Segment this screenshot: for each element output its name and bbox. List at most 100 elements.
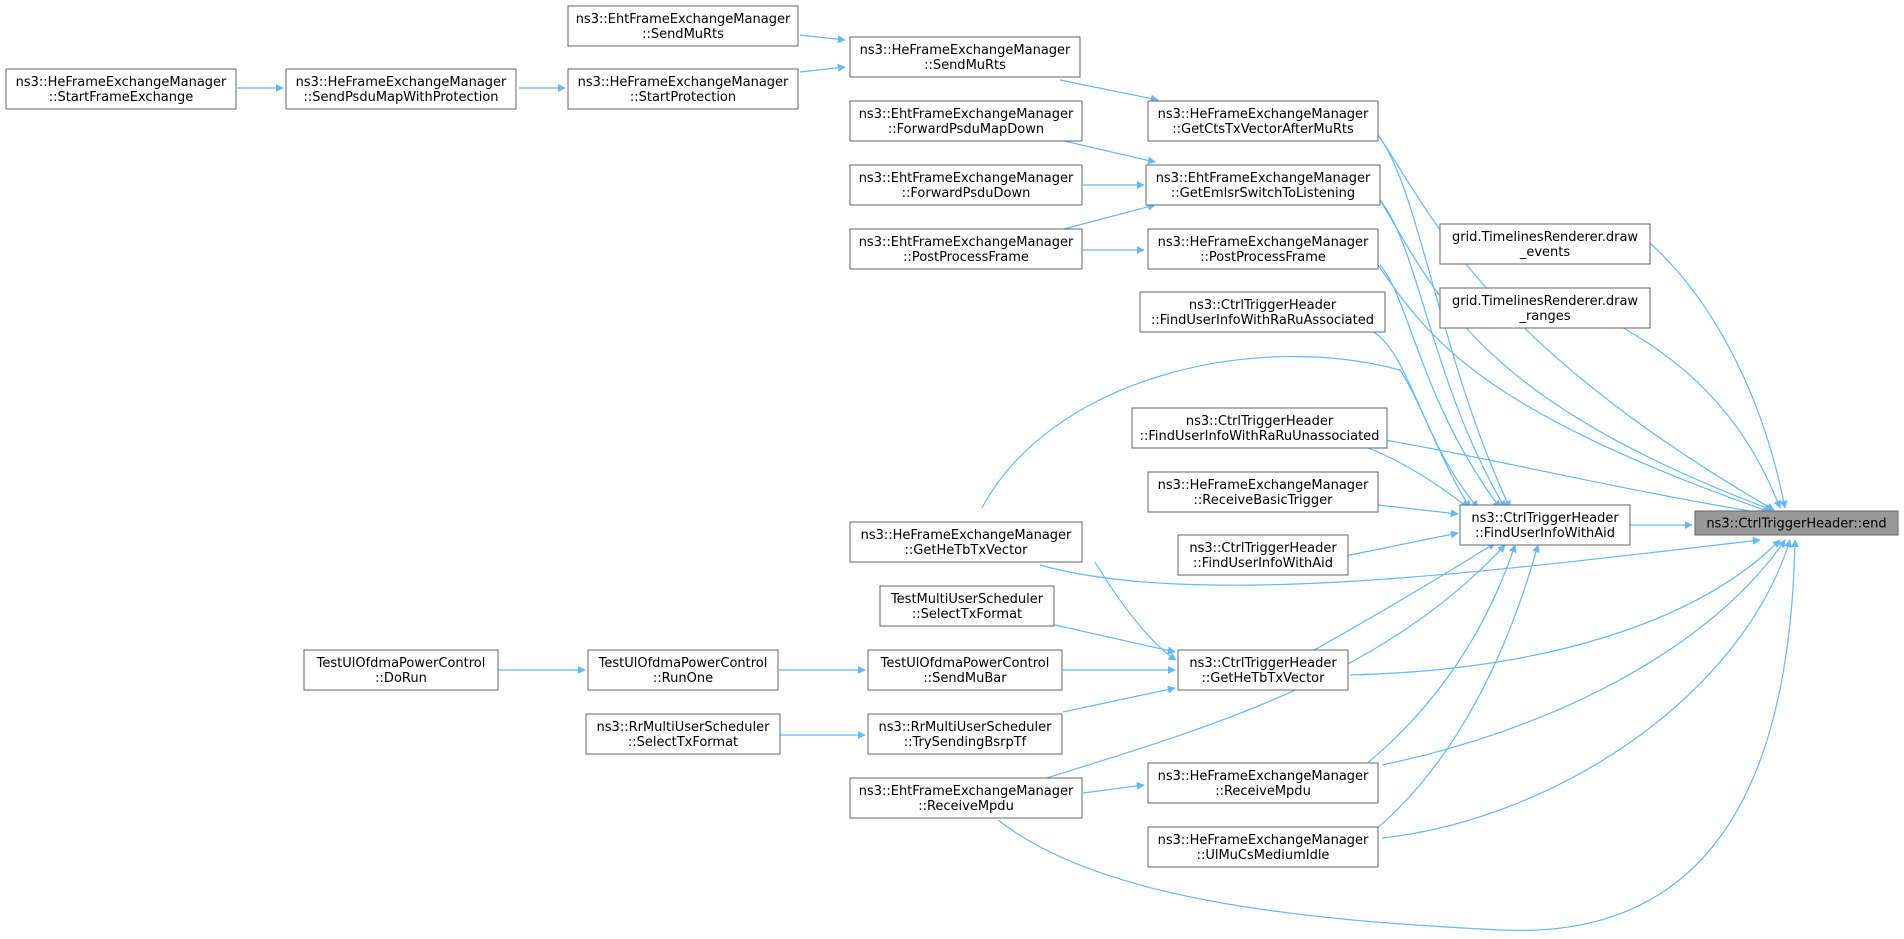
edge-getEmlsr-to-end (1379, 199, 1773, 512)
node-box (585, 713, 781, 755)
edge-getCts-to-findAid (1377, 134, 1511, 509)
node-findRaAssoc[interactable]: ns3::CtrlTriggerHeader::FindUserInfoWith… (1139, 291, 1386, 333)
node-label: ns3::EhtFrameExchangeManager (859, 784, 1074, 799)
node-label: ns3::HeFrameExchangeManager (1158, 769, 1369, 784)
node-box (1139, 291, 1386, 333)
node-label: ::FindUserInfoWithRaRuAssociated (1151, 313, 1374, 328)
node-ulMuCs[interactable]: ns3::HeFrameExchangeManager::UlMuCsMediu… (1147, 826, 1379, 868)
node-tl_events[interactable]: grid.TimelinesRenderer.draw_events (1439, 223, 1651, 265)
node-box (1177, 649, 1349, 691)
edge-recvBasic-to-findAid (1377, 504, 1459, 518)
node-label: TestMultiUserScheduler (890, 592, 1044, 607)
node-heRecvMpdu[interactable]: ns3::HeFrameExchangeManager::ReceiveMpdu (1147, 762, 1379, 804)
node-label: ns3::EhtFrameExchangeManager (859, 171, 1074, 186)
node-label: _ranges (1518, 309, 1570, 324)
node-findRaUnassoc[interactable]: ns3::CtrlTriggerHeader::FindUserInfoWith… (1131, 407, 1388, 449)
node-heStartFE[interactable]: ns3::HeFrameExchangeManager::StartFrameE… (5, 68, 237, 110)
edge-ulMuCs-to-end (1381, 539, 1792, 839)
node-box (1147, 228, 1379, 270)
node-box (867, 713, 1063, 755)
node-label: ns3::EhtFrameExchangeManager (576, 12, 791, 27)
node-label: ns3::RrMultiUserScheduler (597, 720, 771, 735)
node-label: ::GetHeTbTxVector (1202, 671, 1326, 686)
edge-ehtRecvMpdu-to-end (997, 539, 1799, 932)
node-ctrlGetHeTb[interactable]: ns3::CtrlTriggerHeader::GetHeTbTxVector (1177, 649, 1349, 691)
node-box (1145, 164, 1381, 206)
node-box (5, 68, 237, 110)
node-box (1131, 407, 1388, 449)
node-label: ::StartProtection (630, 90, 736, 105)
node-end[interactable]: ns3::CtrlTriggerHeader::end (1694, 510, 1899, 536)
edge-heSendMuRts-to-getCts (1059, 79, 1159, 103)
node-label: grid.TimelinesRenderer.draw (1452, 294, 1638, 309)
edge-heGetHeTb-to-findAid (981, 355, 1471, 509)
node-label: ::FindUserInfoWithRaRuUnassociated (1140, 429, 1380, 444)
node-label: ns3::HeFrameExchangeManager (861, 528, 1072, 543)
node-heStartProt[interactable]: ns3::HeFrameExchangeManager::StartProtec… (567, 68, 799, 110)
node-label: ::GetEmlsrSwitchToListening (1171, 186, 1355, 201)
node-label: ::StartFrameExchange (49, 90, 194, 105)
node-getCts[interactable]: ns3::HeFrameExchangeManager::GetCtsTxVec… (1147, 100, 1379, 142)
edge-ulMuCs-to-findAid (1364, 544, 1540, 839)
node-box (849, 100, 1083, 142)
node-label: ::GetHeTbTxVector (905, 543, 1029, 558)
node-testDoRun[interactable]: TestUlOfdmaPowerControl::DoRun (303, 649, 499, 691)
node-recvBasic[interactable]: ns3::HeFrameExchangeManager::ReceiveBasi… (1147, 471, 1379, 513)
edge-getEmlsr-to-findAid (1379, 199, 1506, 509)
node-box (1147, 826, 1379, 868)
node-box (1147, 100, 1379, 142)
node-label: ns3::RrMultiUserScheduler (879, 720, 1053, 735)
node-label: ns3::CtrlTriggerHeader::end (1706, 517, 1886, 532)
node-label: ns3::EhtFrameExchangeManager (1156, 171, 1371, 186)
node-label: _events (1519, 245, 1571, 260)
node-testRunOne[interactable]: TestUlOfdmaPowerControl::RunOne (587, 649, 779, 691)
node-ehtSendMuRts[interactable]: ns3::EhtFrameExchangeManager::SendMuRts (567, 5, 799, 47)
node-heSendMuRts[interactable]: ns3::HeFrameExchangeManager::SendMuRts (849, 36, 1081, 78)
node-ehtFwdMap[interactable]: ns3::EhtFrameExchangeManager::ForwardPsd… (849, 100, 1083, 142)
edge-ehtRecvMpdu-to-findAid (1039, 544, 1506, 781)
node-testSendMuBar[interactable]: TestUlOfdmaPowerControl::SendMuBar (867, 649, 1063, 691)
node-ehtPost[interactable]: ns3::EhtFrameExchangeManager::PostProces… (849, 228, 1083, 270)
node-label: ns3::EhtFrameExchangeManager (859, 235, 1074, 250)
node-heSendPsdu[interactable]: ns3::HeFrameExchangeManager::SendPsduMap… (285, 68, 517, 110)
edge-findRaUnassoc-to-end (1384, 439, 1769, 517)
edge-getCts-to-end (1377, 134, 1775, 511)
node-label: grid.TimelinesRenderer.draw (1452, 230, 1638, 245)
node-box (879, 585, 1055, 627)
edge-ehtPost-to-getEmlsr (1059, 202, 1156, 231)
node-findAid2[interactable]: ns3::CtrlTriggerHeader::FindUserInfoWith… (1177, 534, 1349, 576)
node-hePost[interactable]: ns3::HeFrameExchangeManager::PostProcess… (1147, 228, 1379, 270)
node-findAid[interactable]: ns3::CtrlTriggerHeader::FindUserInfoWith… (1459, 504, 1631, 546)
edge-ehtSendMuRts-to-heSendMuRts (799, 34, 846, 44)
node-box (1439, 223, 1651, 265)
node-rrSelect[interactable]: ns3::RrMultiUserScheduler::SelectTxForma… (585, 713, 781, 755)
node-label: ::FindUserInfoWithAid (1193, 556, 1333, 571)
node-label: ns3::EhtFrameExchangeManager (859, 107, 1074, 122)
node-testSelect[interactable]: TestMultiUserScheduler::SelectTxFormat (879, 585, 1055, 627)
node-label: ::FindUserInfoWithAid (1475, 526, 1615, 541)
node-label: ns3::HeFrameExchangeManager (1158, 833, 1369, 848)
node-label: ::SendMuBar (923, 671, 1007, 686)
node-box (1459, 504, 1631, 546)
node-label: ns3::CtrlTriggerHeader (1186, 414, 1334, 429)
node-label: ::SendPsduMapWithProtection (303, 90, 498, 105)
node-label: ns3::CtrlTriggerHeader (1471, 511, 1619, 526)
node-heGetHeTb[interactable]: ns3::HeFrameExchangeManager::GetHeTbTxVe… (849, 521, 1083, 563)
node-label: ns3::HeFrameExchangeManager (1158, 235, 1369, 250)
edge-testSelect-to-ctrlGetHeTb (1054, 624, 1176, 655)
node-label: TestUlOfdmaPowerControl (316, 656, 486, 671)
node-box (867, 649, 1063, 691)
node-ehtFwd[interactable]: ns3::EhtFrameExchangeManager::ForwardPsd… (849, 164, 1083, 206)
node-getEmlsr[interactable]: ns3::EhtFrameExchangeManager::GetEmlsrSw… (1145, 164, 1381, 206)
node-label: ::GetCtsTxVectorAfterMuRts (1172, 122, 1354, 137)
node-tl_ranges[interactable]: grid.TimelinesRenderer.draw_ranges (1439, 287, 1651, 329)
edge-findRaUnassoc-to-findAid (1367, 447, 1469, 509)
node-label: TestUlOfdmaPowerControl (880, 656, 1050, 671)
node-ehtRecvMpdu[interactable]: ns3::EhtFrameExchangeManager::ReceiveMpd… (849, 777, 1083, 819)
node-rrTry[interactable]: ns3::RrMultiUserScheduler::TrySendingBsr… (867, 713, 1063, 755)
node-label: ::PostProcessFrame (903, 250, 1029, 265)
node-box (1147, 762, 1379, 804)
node-box (849, 777, 1083, 819)
node-label: ::SendMuRts (924, 58, 1006, 73)
